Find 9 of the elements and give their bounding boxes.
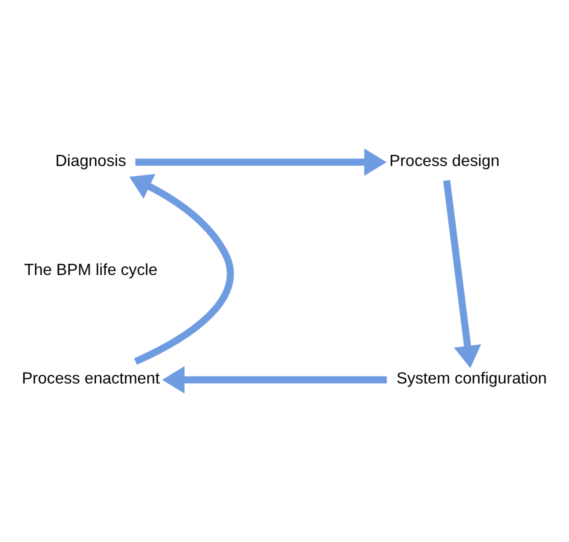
arrow bbox=[129, 174, 234, 365]
node-text: Process design bbox=[389, 152, 500, 170]
node-text: Diagnosis bbox=[55, 152, 126, 170]
node-text: Process enactment bbox=[22, 370, 160, 388]
arrow bbox=[162, 366, 387, 394]
node-text: System configuration bbox=[396, 370, 547, 388]
label: The BPM life cycle bbox=[24, 260, 158, 279]
arrow bbox=[135, 148, 387, 176]
arrow bbox=[443, 180, 482, 368]
